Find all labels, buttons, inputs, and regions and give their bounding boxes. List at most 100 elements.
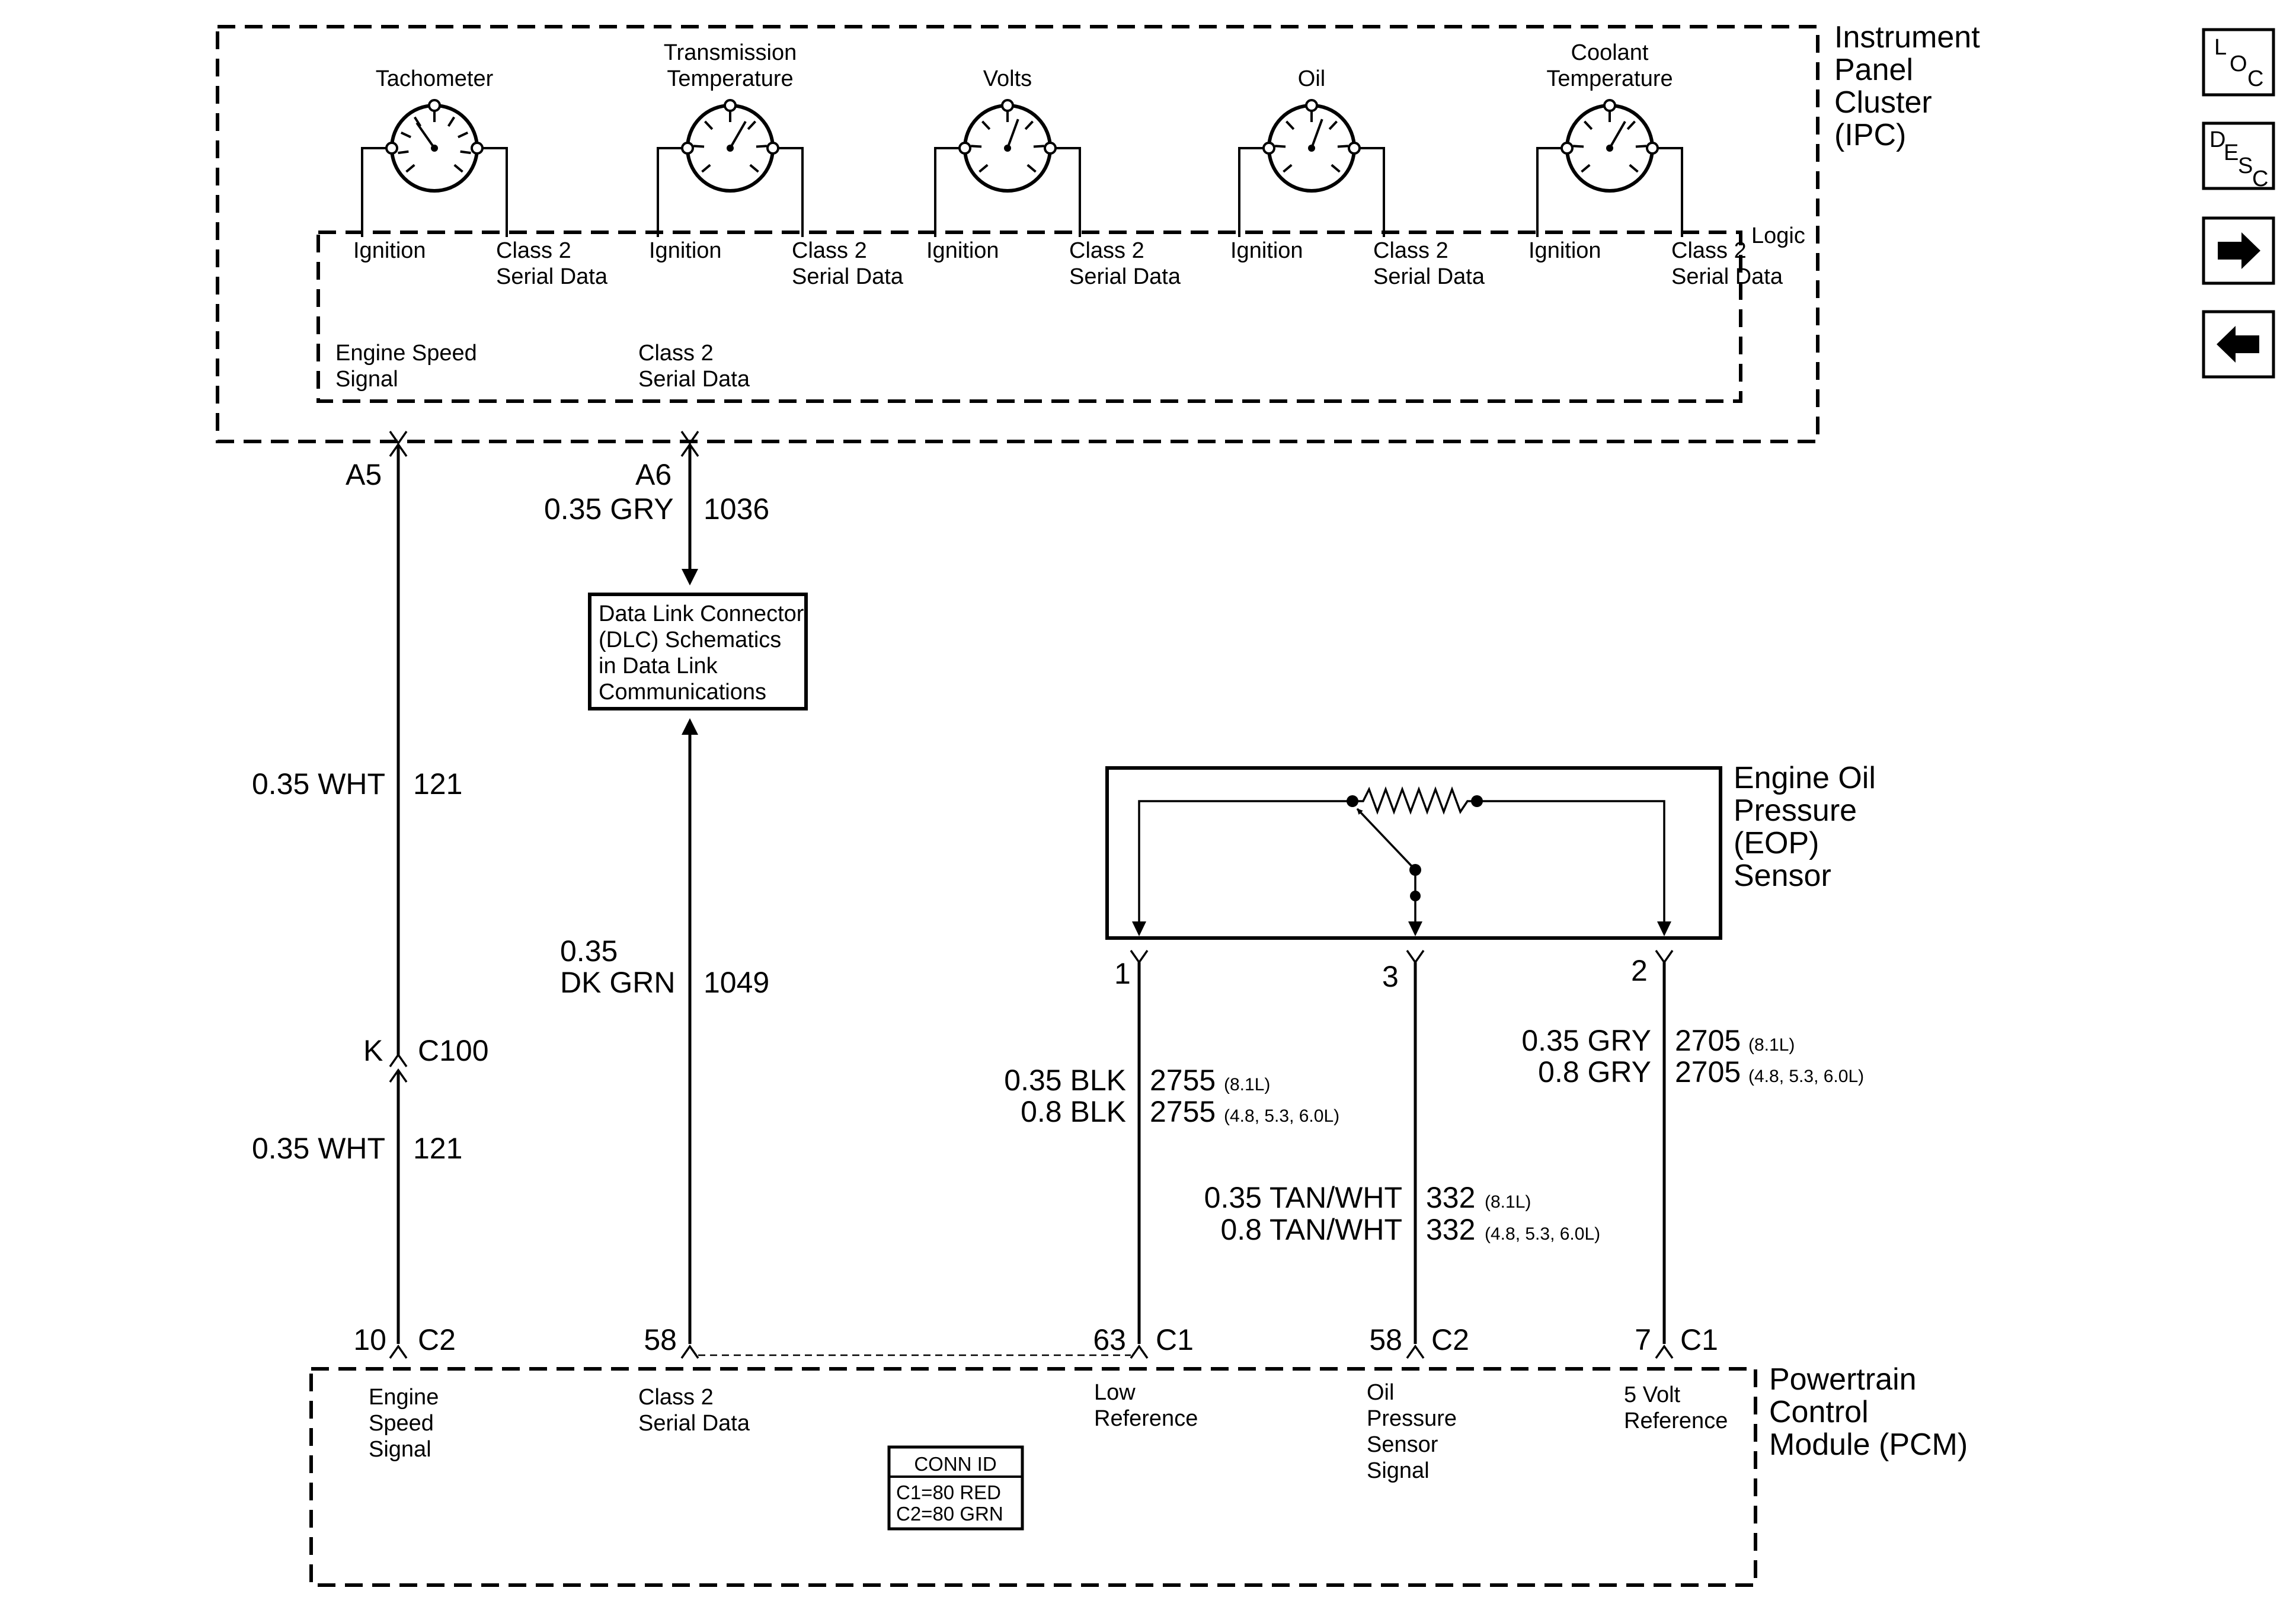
eop-pin-3: 3	[1382, 960, 1399, 993]
gauge-tick	[749, 164, 759, 173]
pcm-pin-58-connector: C2	[1431, 1323, 1469, 1356]
conn-id-title: CONN ID	[914, 1453, 996, 1475]
ipc-pin-a6: A6	[635, 458, 671, 491]
loc-button[interactable]: L O C	[2202, 28, 2275, 97]
five-volt-circuit-1: 2705	[1675, 1024, 1741, 1057]
five-volt-size-2: 0.8 GRY	[1538, 1055, 1651, 1089]
pcm-pin-10: 10	[353, 1323, 386, 1356]
gauge-serial-data-label: Class 2	[1373, 238, 1448, 263]
desc-letter-e: E	[2224, 140, 2239, 165]
gauge-name-line: Oil	[1298, 66, 1325, 91]
ipc-pin-a5: A5	[346, 458, 382, 491]
gauge-ignition-label: Ignition	[1528, 238, 1601, 263]
eop-pin2-terminal	[1655, 949, 1674, 965]
pcm-5v-label-2: Reference	[1624, 1409, 1728, 1433]
low-ref-circuit-2: 2755	[1150, 1095, 1216, 1128]
pcm-signal-label-2: Pressure	[1367, 1406, 1457, 1431]
dlc-text-3: in Data Link	[599, 654, 718, 678]
gauge-tick	[981, 120, 991, 130]
ipc-output-speed-label-1: Engine Speed	[335, 341, 477, 366]
five-volt-size-1: 0.35 GRY	[1521, 1024, 1651, 1057]
signal-size-2: 0.8 TAN/WHT	[1220, 1213, 1402, 1246]
signal-circuit-1: 332	[1426, 1181, 1475, 1214]
gauge-tick	[1024, 120, 1034, 130]
signal-size-1: 0.35 TAN/WHT	[1204, 1181, 1402, 1214]
gauge-tick	[400, 131, 411, 139]
ipc-title-line-1: Instrument	[1834, 20, 1980, 55]
speed-upper-circuit: 121	[413, 767, 462, 801]
gauge-name-line: Tachometer	[376, 66, 494, 91]
five-volt-note-2: (4.8, 5.3, 6.0L)	[1748, 1067, 1864, 1086]
gauge-tick	[701, 164, 711, 173]
pcm-pin-7-connector: C1	[1680, 1323, 1718, 1356]
conn-id-line-2: C2=80 GRN	[896, 1503, 1003, 1525]
gauge-serial-data-label: Serial Data	[1069, 264, 1181, 289]
desc-letter-d: D	[2209, 127, 2225, 152]
gauge-tick	[978, 164, 989, 173]
a6-wire-circuit: 1036	[703, 492, 769, 526]
low-ref-note-1: (8.1L)	[1224, 1075, 1270, 1094]
a6-wire-size: 0.35 GRY	[544, 492, 674, 526]
gauge-needle	[415, 122, 436, 149]
c100-pin: K	[363, 1034, 383, 1067]
desc-letter-s: S	[2238, 153, 2253, 178]
gauge-needle	[1006, 119, 1019, 149]
gauge-hub	[1606, 145, 1613, 152]
pcm-pin-10-connector: C2	[418, 1323, 456, 1356]
ipc-output-class2-label-1: Class 2	[638, 341, 714, 366]
gauge-right-node	[471, 142, 484, 155]
loc-button-frame	[2202, 28, 2275, 97]
signal-note-2: (4.8, 5.3, 6.0L)	[1485, 1224, 1600, 1244]
gauge-tick	[414, 116, 422, 127]
pcm-signal-label-3: Sensor	[1367, 1432, 1438, 1457]
gauge-serial-data-label: Serial Data	[792, 264, 904, 289]
class2-circuit: 1049	[703, 966, 769, 999]
eop-pin1-terminal	[1130, 949, 1149, 965]
gauge-needle	[1310, 119, 1323, 149]
conn-id-line-1: C1=80 RED	[896, 1481, 1001, 1503]
gauge-tick	[1283, 164, 1293, 173]
gauge-needle	[1609, 120, 1626, 149]
gauge-tick	[398, 150, 409, 155]
low-ref-note-2: (4.8, 5.3, 6.0L)	[1224, 1106, 1339, 1126]
gauge-serial-data-label: Class 2	[496, 238, 571, 263]
conn-id-outline	[887, 1445, 1024, 1531]
pcm-title-line-1: Powertrain	[1769, 1362, 1917, 1397]
ipc-outline	[216, 25, 1819, 443]
dlc-reference-box[interactable]: Data Link Connector (DLC) Schematics in …	[588, 593, 808, 710]
pcm-speed-label-1: Engine	[369, 1385, 439, 1410]
eop-internal-right	[1477, 800, 1665, 934]
gauge-tick	[447, 116, 455, 127]
pcm-class2-label-1: Class 2	[638, 1385, 714, 1410]
gauge-ignition-label: Ignition	[649, 238, 722, 263]
gauge-right-node	[766, 142, 779, 155]
gauge-hub	[1308, 145, 1315, 152]
eop-pin3-arrow	[1408, 921, 1422, 936]
next-page-button[interactable]	[2202, 216, 2275, 285]
gauge-left-lead	[934, 147, 965, 237]
pcm-outline	[309, 1367, 1757, 1587]
gauge-tick	[1583, 120, 1593, 130]
gauge-top-node	[1305, 99, 1318, 112]
gauge-name-line: Transmission	[664, 40, 797, 65]
gauge-left-lead	[1238, 147, 1269, 237]
ipc-title-line-4: (IPC)	[1834, 118, 1906, 152]
eop-resistor-node-right	[1471, 795, 1483, 807]
gauge-serial-data-label: Class 2	[792, 238, 867, 263]
gauge-left-node	[1560, 142, 1574, 155]
pcm-pin-58-signal: 58	[1369, 1323, 1402, 1356]
previous-page-button[interactable]	[2202, 310, 2275, 379]
ipc-logic-label: Logic	[1751, 223, 1805, 248]
gauge-left-node	[1262, 142, 1275, 155]
dlc-text-4: Communications	[599, 680, 766, 705]
speed-upper-size: 0.35 WHT	[252, 767, 385, 801]
desc-button[interactable]: D E S C	[2202, 121, 2275, 191]
loc-letter-o: O	[2230, 52, 2247, 76]
loc-letter-l: L	[2214, 35, 2227, 60]
gauge-left-lead	[657, 147, 687, 237]
arrow-left-icon	[2217, 326, 2259, 363]
gauge-top-node	[1001, 99, 1014, 112]
